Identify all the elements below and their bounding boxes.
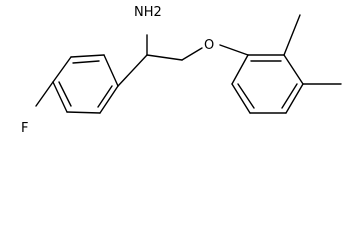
ring-a-double-bond-3 xyxy=(97,85,113,108)
ring-b-double-bond-3 xyxy=(237,83,255,109)
ortho-methyl-bond xyxy=(283,14,301,56)
dimethylphenyl-ring xyxy=(231,54,304,114)
ch-ch2-bond xyxy=(146,54,183,61)
amine-label: NH2 xyxy=(134,5,162,20)
ring-b-bond-6 xyxy=(231,54,249,85)
ring-a-bond-6 xyxy=(103,54,119,87)
ring-a-bond-4 xyxy=(66,111,101,114)
ring-b-bond-3 xyxy=(285,83,304,114)
fluorine-label: F xyxy=(21,121,28,136)
ring-a-double-bond-2 xyxy=(58,81,72,107)
ring-a-double-bond-1 xyxy=(72,60,100,64)
ch2-o-bond xyxy=(181,47,203,61)
ether-oxygen-label: O xyxy=(204,38,214,53)
fluorophenyl-ring xyxy=(52,54,119,114)
o-aryl-bond xyxy=(219,44,249,56)
ring-b-double-bond-2 xyxy=(281,83,298,109)
c-f-bond xyxy=(35,81,54,107)
chemical-structure-drawing: F NH2 O xyxy=(21,5,342,136)
aryl-ch-bond xyxy=(117,54,148,87)
ring-b-bond-5 xyxy=(231,83,251,114)
ring-b-bond-2 xyxy=(283,54,304,85)
ring-a-bond-1 xyxy=(70,54,105,58)
ring-a-bond-3 xyxy=(52,81,68,113)
ring-a-bond-5 xyxy=(99,85,119,114)
ring-a-bond-2 xyxy=(52,56,72,83)
